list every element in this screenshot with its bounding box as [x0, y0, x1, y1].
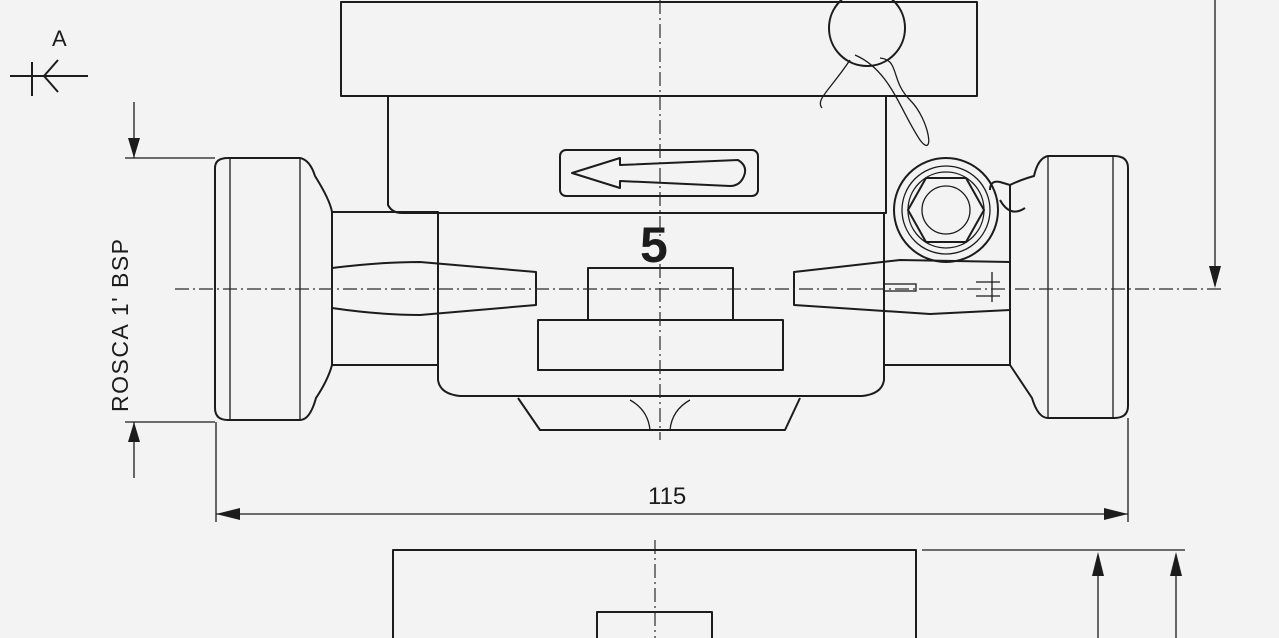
part-number: 5: [640, 217, 668, 273]
right-bore: [793, 259, 1011, 315]
lower-arrow-left-icon: [1092, 552, 1104, 576]
meter-body-center: [437, 212, 885, 397]
thread-label: ROSCA 1' BSP: [107, 237, 133, 412]
length-dimension: 115: [215, 418, 1129, 522]
height-arrow-icon: [1209, 266, 1221, 288]
meter-body-right: [883, 230, 1010, 366]
meter-bottom-rib: [629, 399, 691, 431]
length-arrow-right-icon: [1104, 508, 1128, 520]
lower-arrow-right-icon: [1170, 552, 1182, 576]
seal-cap-circle: [828, 0, 906, 67]
length-label: 115: [648, 483, 686, 510]
flow-arrow-icon: [571, 157, 747, 189]
view-marker-label: A: [52, 26, 67, 51]
right-bore-slot: [883, 283, 917, 292]
meter-bottom-base: [517, 397, 801, 431]
lower-view: [392, 549, 1185, 638]
height-dimension: [1209, 0, 1221, 288]
thread-arrow-top-icon: [128, 138, 140, 158]
seal-wire: [854, 54, 930, 147]
thread-arrow-bottom-icon: [128, 422, 140, 442]
seal-nut: [893, 157, 999, 263]
thread-dimension: ROSCA 1' BSP: [107, 102, 215, 478]
right-bore-pin: [976, 272, 1000, 302]
length-arrow-left-icon: [216, 508, 240, 520]
view-marker: A: [10, 26, 88, 96]
seal-wire-left: [819, 59, 851, 109]
flow-arrow-plate: [559, 149, 759, 197]
meter-top-housing: [340, 1, 978, 97]
view-marker-arrow-icon: [43, 59, 59, 93]
